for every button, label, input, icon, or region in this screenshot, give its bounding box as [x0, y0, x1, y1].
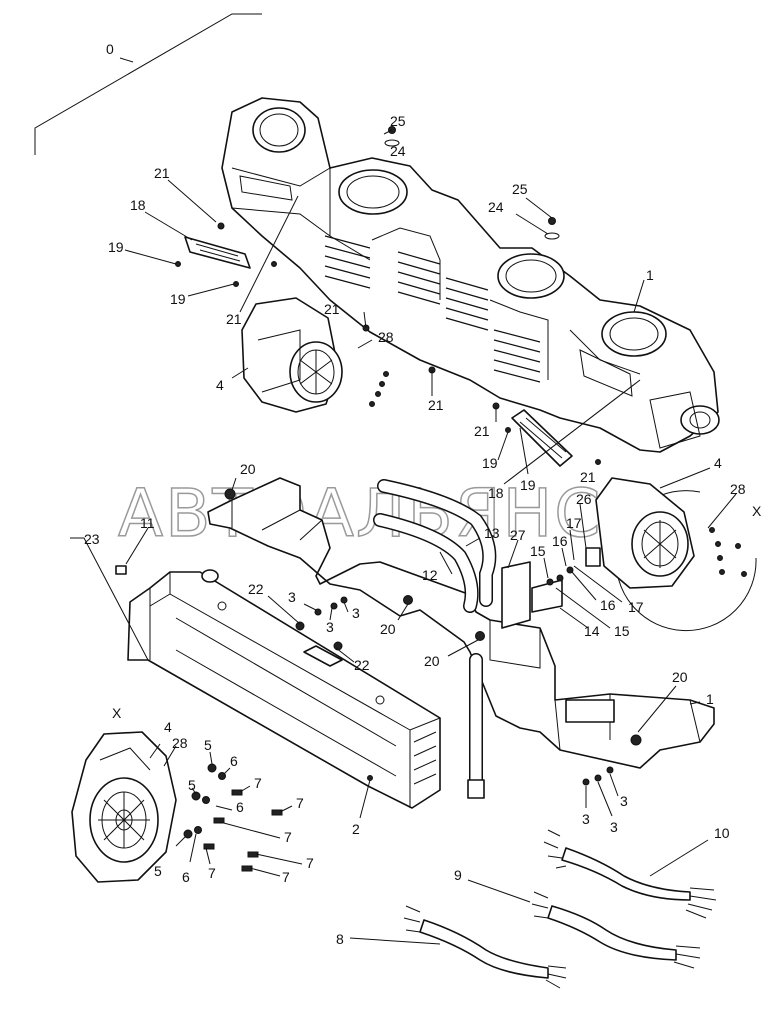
- electrical-connectors: [546, 547, 601, 586]
- assembly-bracket: [34, 13, 262, 155]
- callout-26: 26: [576, 491, 592, 507]
- evaporator-unit: [115, 565, 441, 809]
- callout-7: 7: [296, 795, 304, 811]
- callout-19: 19: [108, 239, 124, 255]
- callout-24: 24: [390, 143, 406, 159]
- callout-8: 8: [336, 931, 344, 947]
- callout-6: 6: [236, 799, 244, 815]
- callout-7: 7: [208, 865, 216, 881]
- callout-7: 7: [306, 855, 314, 871]
- callout-9: 9: [454, 867, 462, 883]
- callout-21: 21: [324, 301, 340, 317]
- callout-21: 21: [474, 423, 490, 439]
- harness-10: [543, 829, 717, 919]
- harness-8: [403, 905, 567, 989]
- callout-3: 3: [620, 793, 628, 809]
- grille-right: [493, 329, 541, 383]
- callout-21: 21: [226, 311, 242, 327]
- bolt-hardware: [183, 763, 283, 872]
- callout-19: 19: [170, 291, 186, 307]
- callout-28: 28: [730, 481, 746, 497]
- callout-18: 18: [488, 485, 504, 501]
- callout-3: 3: [610, 819, 618, 835]
- callout-20: 20: [672, 669, 688, 685]
- callout-28: 28: [378, 329, 394, 345]
- blower-upper-left: [241, 297, 389, 413]
- callout-3: 3: [582, 811, 590, 827]
- callout-16: 16: [600, 597, 616, 613]
- leader-lines: [70, 129, 737, 945]
- callout-1: 1: [706, 691, 714, 707]
- callout-27: 27: [510, 527, 526, 543]
- callout-11: 11: [140, 515, 155, 531]
- callout-15: 15: [614, 623, 630, 639]
- callout-20: 20: [424, 653, 440, 669]
- callout-24: 24: [488, 199, 504, 215]
- callout-20: 20: [380, 621, 396, 637]
- callout-13: 13: [484, 525, 500, 541]
- callout-x: X: [112, 705, 122, 721]
- callout-5: 5: [204, 737, 212, 753]
- callout-4: 4: [714, 455, 722, 471]
- air-flap-left: [184, 222, 251, 269]
- callout-21: 21: [154, 165, 170, 181]
- callout-19: 19: [520, 477, 536, 493]
- callout-7: 7: [284, 829, 292, 845]
- callout-7: 7: [282, 869, 290, 885]
- fasteners-top: [175, 126, 601, 465]
- callout-20: 20: [240, 461, 256, 477]
- callout-6: 6: [182, 869, 190, 885]
- callout-5: 5: [154, 863, 162, 879]
- callout-x: X: [752, 503, 762, 519]
- callout-25: 25: [390, 113, 406, 129]
- callout-labels: 0 25 24 25 24 21 18 19 19 21 21 28 4 21 …: [84, 41, 762, 947]
- callout-21: 21: [428, 397, 444, 413]
- callout-23: 23: [84, 531, 100, 547]
- callout-21: 21: [580, 469, 596, 485]
- callout-3: 3: [288, 589, 296, 605]
- callout-3: 3: [326, 619, 334, 635]
- callout-0: 0: [106, 41, 114, 57]
- callout-2: 2: [352, 821, 360, 837]
- callout-18: 18: [130, 197, 146, 213]
- callout-4: 4: [164, 719, 172, 735]
- callout-19: 19: [482, 455, 498, 471]
- callout-10: 10: [714, 825, 730, 841]
- callout-6: 6: [230, 753, 238, 769]
- mounting-frame: [207, 477, 715, 769]
- blower-right: [595, 477, 757, 632]
- air-flap-right: [511, 409, 573, 467]
- callout-12: 12: [422, 567, 438, 583]
- callout-14: 14: [584, 623, 600, 639]
- callout-3: 3: [352, 605, 360, 621]
- watermark-text: АВТОАЛЬЯНС: [118, 475, 602, 552]
- grille-center: [397, 251, 489, 331]
- callout-16: 16: [552, 533, 568, 549]
- callout-4: 4: [216, 377, 224, 393]
- callout-17: 17: [566, 515, 582, 531]
- callout-7: 7: [254, 775, 262, 791]
- callout-1: 1: [646, 267, 654, 283]
- callout-15: 15: [530, 543, 546, 559]
- grille-left: [324, 235, 371, 289]
- callout-5: 5: [188, 777, 196, 793]
- detail-x-blower: [71, 731, 177, 883]
- callout-17: 17: [628, 599, 644, 615]
- callout-22: 22: [354, 657, 370, 673]
- hoses: [373, 479, 497, 799]
- frame-screws: [314, 596, 614, 786]
- roof-housing: [221, 97, 720, 453]
- callout-25: 25: [512, 181, 528, 197]
- callout-22: 22: [248, 581, 264, 597]
- callout-28: 28: [172, 735, 188, 751]
- harness-9: [531, 891, 701, 969]
